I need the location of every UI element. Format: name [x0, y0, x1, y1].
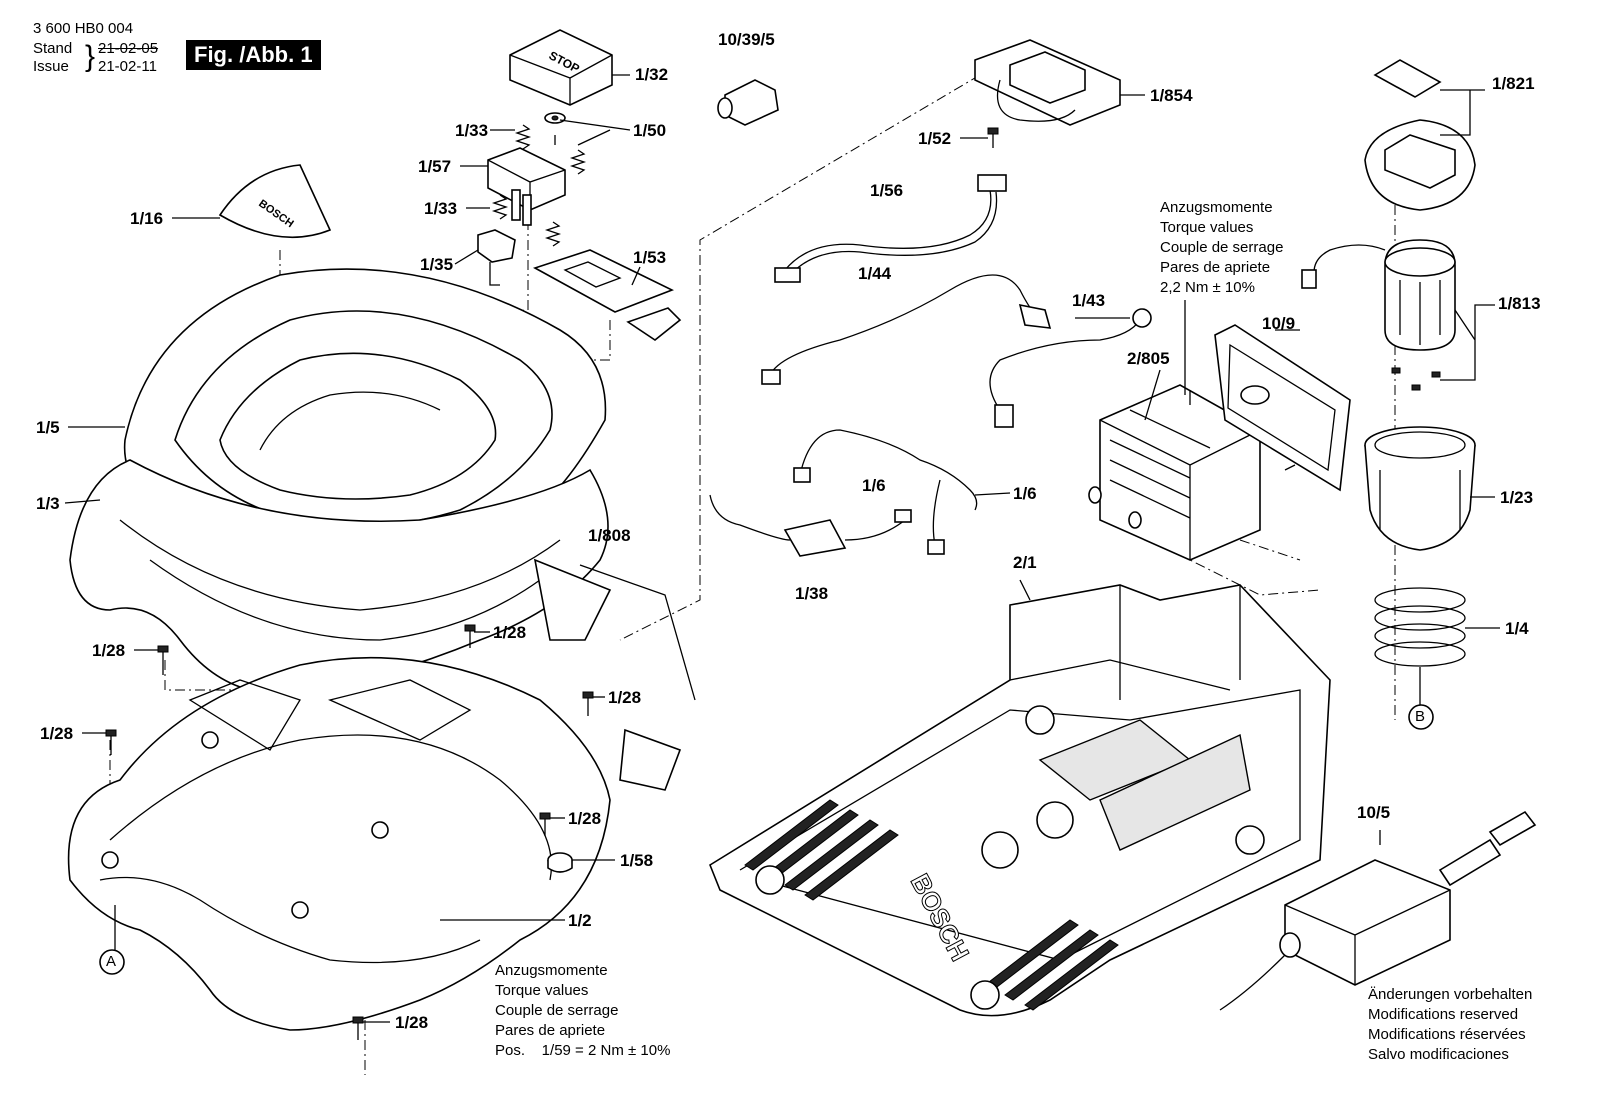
callout-1-28-e: 1/28	[568, 809, 602, 828]
modifications-note-line: Salvo modificaciones	[1368, 1046, 1509, 1063]
callout-1-821: 1/821	[1492, 74, 1535, 93]
modifications-note-line: Modifications réservées	[1368, 1026, 1526, 1043]
callout-1-16: 1/16	[130, 209, 164, 228]
power-supply	[1219, 810, 1537, 1011]
callout-1-32: 1/32	[635, 65, 669, 84]
callout-1-808: 1/808	[588, 526, 631, 545]
chassis-shell	[67, 656, 611, 1031]
torque-note-right-line: Torque values	[1160, 219, 1254, 236]
callout-1-35: 1/35	[420, 255, 454, 274]
figure-label: Fig. /Abb. 1	[186, 40, 321, 70]
circuit-board	[974, 39, 1121, 126]
modifications-note: Änderungen vorbehalten Modifications res…	[1368, 985, 1532, 1065]
callout-1-28-c: 1/28	[608, 688, 642, 707]
torque-note-right-line: Pares de apriete	[1160, 259, 1271, 276]
issue-label: Issue	[33, 58, 69, 75]
cable-harnesses	[709, 174, 1152, 557]
base-plate: BOSCH	[709, 584, 1331, 1017]
display-label	[532, 249, 682, 341]
stand-label: Stand	[33, 40, 73, 57]
torque-note-right-line: 2,2 Nm ± 10%	[1160, 279, 1255, 296]
coil-spring	[1374, 587, 1466, 667]
callout-1-23: 1/23	[1500, 488, 1534, 507]
callout-1-3: 1/3	[36, 494, 60, 513]
torque-note-right-line: Couple de serrage	[1160, 239, 1284, 256]
callout-2-805: 2/805	[1127, 349, 1170, 368]
callout-1-4: 1/4	[1505, 619, 1529, 638]
screws	[105, 624, 594, 1040]
callout-1-28-d: 1/28	[40, 724, 74, 743]
callout-1-28-b: 1/28	[92, 641, 126, 660]
callout-1-58: 1/58	[620, 851, 654, 870]
torque-note-bottom-line: Anzugsmomente	[495, 962, 608, 979]
torque-note-right: Anzugsmomente Torque values Couple de se…	[1160, 198, 1283, 298]
callout-1-38: 1/38	[795, 584, 829, 603]
side-decals	[533, 558, 696, 791]
reference-a-label: A	[106, 953, 117, 970]
cover-plate	[1214, 324, 1351, 492]
top-cover	[123, 268, 607, 561]
new-issue-date: 21-02-11	[98, 58, 157, 75]
control-housing	[1088, 384, 1296, 561]
leader-lines	[64, 74, 1500, 1023]
callout-1-5: 1/5	[36, 418, 60, 437]
connector-part	[717, 79, 779, 126]
springs	[491, 124, 587, 247]
callout-2-1: 2/1	[1013, 553, 1037, 572]
callout-1-56: 1/56	[870, 181, 904, 200]
callout-10-5: 10/5	[1357, 803, 1391, 822]
washer-and-screw	[544, 112, 566, 145]
document-number: 3 600 HB0 004	[33, 20, 134, 37]
callout-1-854: 1/854	[1150, 86, 1193, 105]
reference-circles	[99, 704, 1434, 975]
callout-1-33-upper: 1/33	[455, 121, 489, 140]
stop-button-cover: STOP	[509, 29, 613, 106]
callout-1-2: 1/2	[568, 911, 592, 930]
callout-1-33-lower: 1/33	[424, 199, 458, 218]
callout-1-28-a: 1/28	[493, 623, 527, 642]
old-issue-date: 21-02-05	[98, 40, 159, 57]
callout-1-6-left: 1/6	[862, 476, 886, 495]
callout-1-6-right: 1/6	[1013, 484, 1037, 503]
motor-housing	[1364, 426, 1476, 551]
switch-part	[477, 229, 516, 286]
callout-1-57: 1/57	[418, 157, 452, 176]
callout-1-44: 1/44	[858, 264, 892, 283]
callout-1-52: 1/52	[918, 129, 952, 148]
brand-badge: BOSCH	[218, 164, 332, 239]
switch-carrier	[487, 147, 566, 226]
base-vents	[744, 799, 1119, 1011]
torque-note-bottom-line: Pares de apriete	[495, 1022, 606, 1039]
reference-b-label: B	[1415, 708, 1426, 725]
callout-1-43: 1/43	[1072, 291, 1106, 310]
callout-1-53: 1/53	[633, 248, 667, 267]
board-screw	[987, 127, 999, 148]
brace-icon: }	[85, 40, 96, 73]
knob-part	[547, 852, 573, 873]
callout-1-813: 1/813	[1498, 294, 1541, 313]
torque-note-bottom: Anzugsmomente Torque values Couple de se…	[495, 961, 670, 1061]
torque-note-bottom-line: Couple de serrage	[495, 1002, 619, 1019]
callout-10-9: 10/9	[1262, 314, 1296, 333]
torque-note-bottom-line: Pos. 1/59 = 2 Nm ± 10%	[495, 1042, 671, 1059]
callout-1-28-f: 1/28	[395, 1013, 429, 1032]
height-adjust-cap	[1364, 59, 1476, 211]
callout-10-39-5: 10/39/5	[718, 30, 775, 49]
motor-part	[1301, 239, 1456, 391]
modifications-note-line: Modifications reserved	[1368, 1006, 1519, 1023]
torque-note-bottom-line: Torque values	[495, 982, 589, 999]
callout-1-50: 1/50	[633, 121, 667, 140]
torque-note-right-line: Anzugsmomente	[1160, 199, 1273, 216]
modifications-note-line: Änderungen vorbehalten	[1368, 986, 1533, 1003]
